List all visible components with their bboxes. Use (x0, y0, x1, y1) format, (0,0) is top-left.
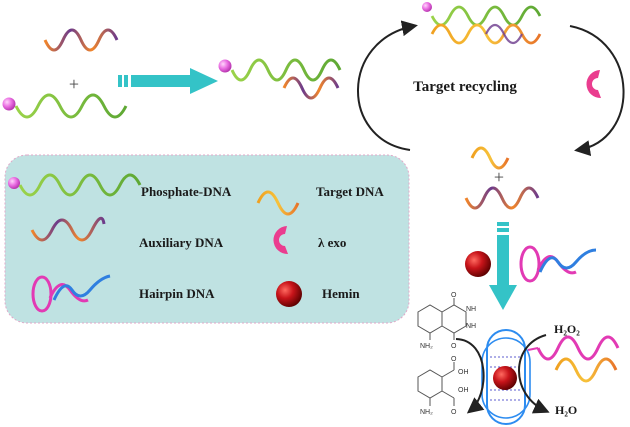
phosphate-group-icon (218, 59, 232, 73)
legend-label-hairpin: Hairpin DNA (139, 286, 215, 301)
reaction-arrow-down (489, 222, 517, 310)
auxiliary-dna-strand-2 (464, 186, 540, 210)
reactant-h2o2-label: H₂O₂ (554, 322, 580, 336)
cycle-arrow-right (569, 25, 625, 156)
product-h2o-label: H₂O (555, 403, 577, 417)
cycle-arrow-left (357, 20, 418, 151)
phosphate-dna-strand (2, 93, 128, 119)
substrate-group-nh1: NH (466, 306, 476, 313)
substrate-group-o1: O (451, 292, 457, 299)
plus-sign-2: + (494, 167, 504, 187)
plus-sign-1: + (69, 74, 79, 94)
substrate-group-nh2-amine: NH₂ (420, 343, 433, 350)
lambda-exo-icon (273, 226, 288, 255)
hemin-icon (465, 251, 491, 277)
target-dna-strand (470, 146, 510, 170)
lambda-exo-icon (586, 70, 601, 99)
substrate-group-nh2: NH (466, 323, 476, 330)
g-quadruplex-dnazyme (481, 329, 531, 425)
substrate-conversion-arrow (455, 338, 485, 414)
phosphate-auxiliary-duplex (218, 58, 342, 100)
product-group-o2: O (451, 409, 457, 416)
legend-label-target: Target DNA (316, 184, 384, 199)
legend-item-lambda-exo: λ exo (273, 226, 346, 255)
auxiliary-dna-strand (43, 28, 119, 52)
legend-item-hemin: Hemin (276, 281, 360, 307)
legend-item-hairpin: Hairpin DNA (31, 274, 215, 313)
target-recycling-label: Target recycling (413, 79, 517, 95)
triple-duplex-top (422, 2, 542, 45)
legend-item-phosphate: Phosphate-DNA (8, 173, 232, 199)
product-group-oh2: OH (458, 387, 469, 394)
h2o2-conversion-arrow (518, 334, 550, 414)
released-hairpin-duplex (527, 335, 620, 383)
aminophthalate-structure (417, 362, 455, 406)
hairpin-dna (519, 245, 597, 283)
phosphate-group-icon (8, 177, 20, 189)
reaction-arrow-1 (118, 68, 218, 94)
legend-label-hemin: Hemin (322, 286, 360, 301)
legend-label-lambda-exo: λ exo (318, 235, 346, 250)
hemin-icon (493, 366, 517, 390)
luminol-structure (417, 298, 467, 340)
legend-label-auxiliary: Auxiliary DNA (139, 235, 224, 250)
substrate-group-o2: O (451, 343, 457, 350)
legend-box (4, 154, 410, 324)
hemin-icon (276, 281, 302, 307)
product-group-nh2-amine: NH₂ (420, 409, 433, 416)
legend-item-target: Target DNA (256, 184, 384, 216)
product-group-oh1: OH (458, 369, 469, 376)
product-group-o1: O (451, 356, 457, 363)
phosphate-group-icon (2, 97, 16, 111)
legend-item-auxiliary: Auxiliary DNA (30, 216, 224, 250)
legend-label-phosphate: Phosphate-DNA (141, 184, 232, 199)
phosphate-group-icon (422, 2, 432, 12)
